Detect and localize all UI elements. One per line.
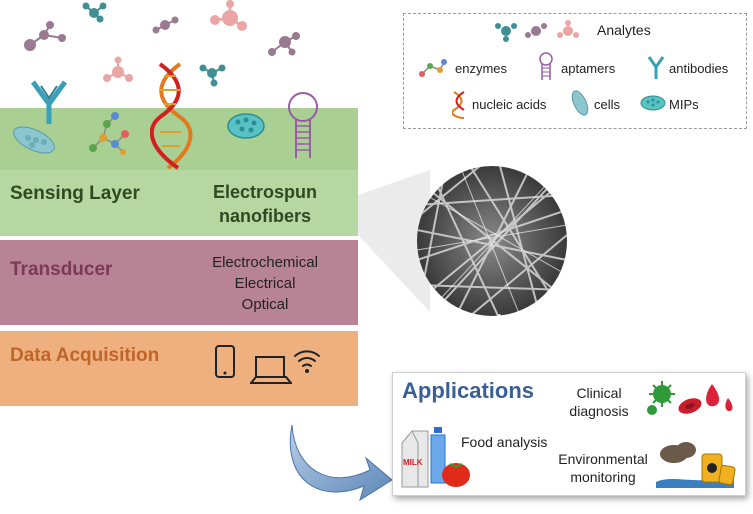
sensing-detail-line: nanofibers xyxy=(218,206,311,226)
environmental-icons xyxy=(656,442,736,488)
virus-icon xyxy=(647,381,675,415)
transducer-title: Transducer xyxy=(10,259,113,280)
analyte-molecule-icon xyxy=(210,0,247,31)
blood-cell-icon xyxy=(678,384,733,414)
sensing-layer-detail: Electrospun nanofibers xyxy=(190,180,340,228)
milk-carton-icon: MILK xyxy=(401,430,429,488)
legend-analytes-label: Analytes xyxy=(597,22,651,38)
mip-icon xyxy=(227,113,265,139)
acquisition-title: Data Acquisition xyxy=(10,345,160,366)
food-analysis-label: Food analysis xyxy=(461,434,548,450)
sensing-detail-line: Electrospun xyxy=(212,182,318,202)
transducer-detail-line: Optical xyxy=(241,296,289,313)
clinical-line: Clinical xyxy=(576,385,622,401)
sem-image xyxy=(417,166,567,328)
legend-enzymes-label: enzymes xyxy=(455,61,508,76)
wifi-icon xyxy=(294,350,320,373)
analyte-molecule-icon xyxy=(199,64,226,87)
sensing-layer-title: Sensing Layer xyxy=(10,183,140,204)
clinical-line: diagnosis xyxy=(569,403,629,419)
clinical-diagnosis-label: Clinical diagnosis xyxy=(562,384,636,420)
aptamer-icon xyxy=(288,92,318,158)
dna-icon xyxy=(150,62,193,170)
transducer-detail-line: Electrical xyxy=(234,275,296,292)
cloud-icon xyxy=(660,442,696,463)
transducer-detail-line: Electrochemical xyxy=(212,254,318,271)
mip-legend-icon xyxy=(640,95,666,111)
laptop-icon xyxy=(250,356,292,384)
acquisition-layer xyxy=(0,331,358,406)
enzyme-legend-icon xyxy=(419,59,447,77)
food-icons: MILK xyxy=(401,427,470,488)
analyte-molecule-icon xyxy=(268,32,300,56)
analyte-molecule-icon xyxy=(103,56,133,82)
legend-nucleic-acids-label: nucleic acids xyxy=(472,97,547,112)
analytes-legend-icons xyxy=(495,20,579,42)
clinical-icons xyxy=(647,381,733,415)
cells-legend-icon xyxy=(571,90,589,116)
legend-aptamers-label: aptamers xyxy=(561,61,616,76)
environmental-label: Environmental monitoring xyxy=(553,450,653,486)
tomato-icon xyxy=(442,463,470,487)
legend-mips-label: MIPs xyxy=(669,97,699,112)
legend-box xyxy=(403,13,747,129)
enzyme-icon xyxy=(89,112,129,155)
antibody-legend-icon xyxy=(647,56,665,79)
zoom-projection xyxy=(358,170,430,312)
applications-title: Applications xyxy=(402,378,535,403)
sem-scale-label: 1 µm xyxy=(496,311,526,326)
milk-label: MILK xyxy=(403,458,423,467)
analyte-molecule-icon xyxy=(152,16,179,34)
environmental-line: Environmental xyxy=(558,451,648,467)
bottle-icon xyxy=(430,427,446,484)
analyte-molecule-icon xyxy=(24,21,66,51)
tablet-icon xyxy=(215,345,235,378)
environmental-line: monitoring xyxy=(570,469,636,485)
antibody-icon xyxy=(30,80,68,124)
cells-icon xyxy=(13,126,55,154)
curved-arrow-icon xyxy=(289,424,393,502)
analyte-molecule-icon xyxy=(82,2,107,23)
legend-cells-label: cells xyxy=(594,97,621,112)
nucleic-acid-legend-icon xyxy=(452,91,465,119)
barrel-icon xyxy=(701,453,736,486)
sensing-layer-top-face xyxy=(0,108,358,170)
transducer-layer xyxy=(0,240,358,325)
sensing-layer-front xyxy=(0,170,358,236)
transducer-detail: Electrochemical Electrical Optical xyxy=(190,252,340,315)
legend-antibodies-label: antibodies xyxy=(669,61,729,76)
aptamer-legend-icon xyxy=(539,52,553,80)
